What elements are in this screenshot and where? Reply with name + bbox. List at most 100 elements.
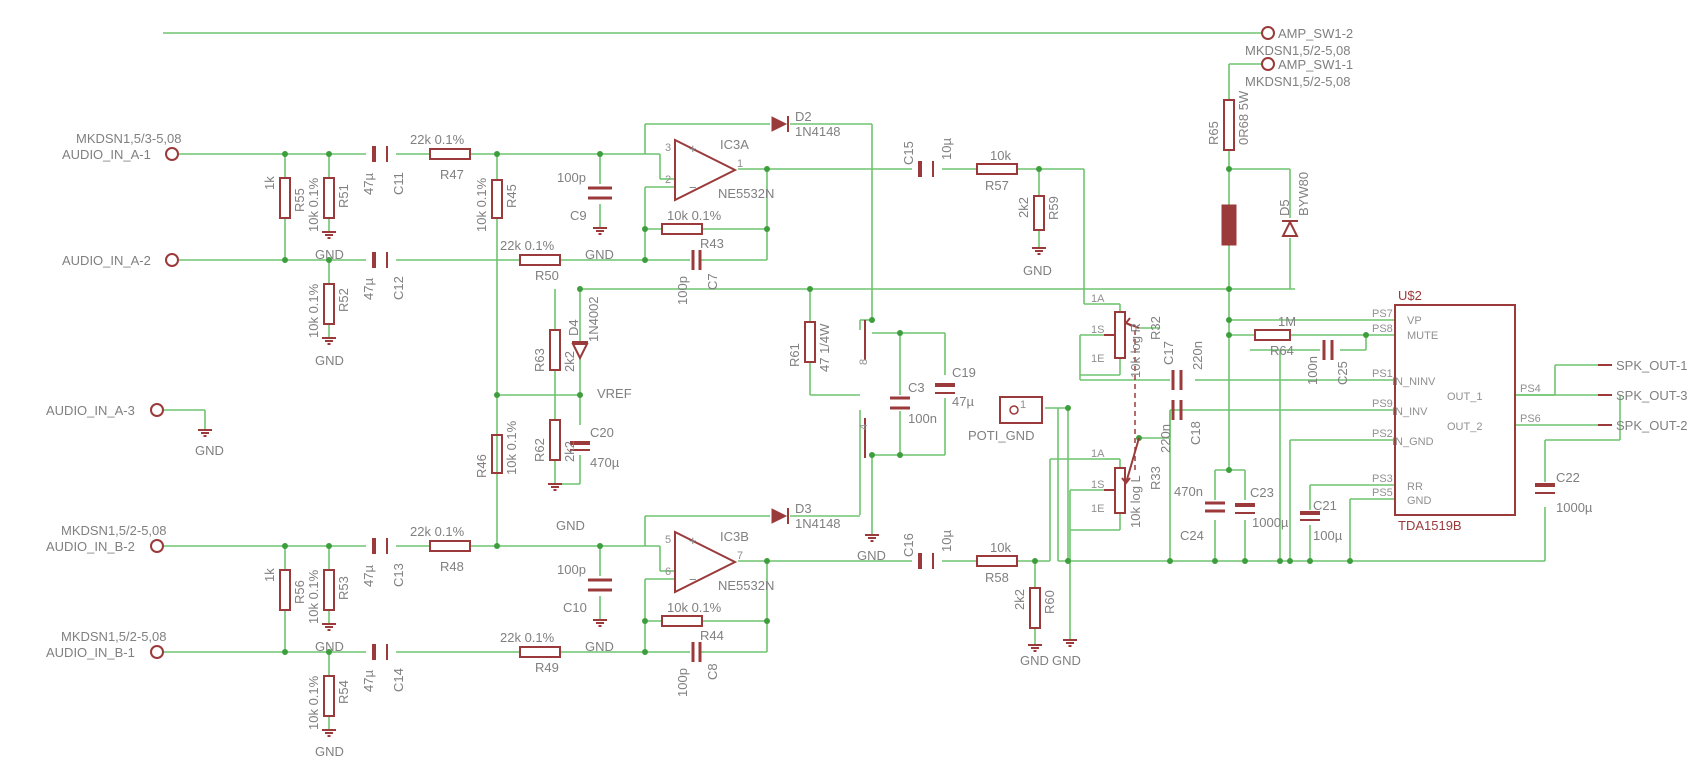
pin-ps3: PS3 [1372, 473, 1393, 485]
label-r43-value: 10k 0.1% [667, 208, 722, 223]
label-c19-value: 47µ [952, 394, 974, 409]
label-d4: D4 [566, 319, 581, 336]
label-r50: R50 [535, 268, 559, 283]
label-r45-value: 10k 0.1% [474, 177, 489, 232]
label-amp-sw1-1: AMP_SW1-1 [1278, 57, 1353, 72]
label-d3: D3 [795, 501, 812, 516]
opamps [674, 138, 866, 594]
label-pin7: 7 [737, 550, 743, 562]
label-c22: C22 [1556, 470, 1580, 485]
label-r65: R65 [1206, 121, 1221, 145]
pin-ps7: PS7 [1372, 308, 1393, 320]
label-c10-value: 100p [557, 562, 586, 577]
label-c12: C12 [391, 276, 406, 300]
resistors [279, 99, 1291, 717]
pin-ps6: PS6 [1520, 413, 1541, 425]
label-c7-value: 100p [675, 276, 690, 305]
label-r53: R53 [336, 576, 351, 600]
ground-symbols [197, 227, 1078, 737]
label-audio-in-a1: AUDIO_IN_A-1 [62, 147, 151, 162]
label-r49-value: 22k 0.1% [500, 630, 555, 645]
label-spk-out-1: SPK_OUT-1 [1616, 358, 1688, 373]
label-r58: R58 [985, 570, 1009, 585]
label-pin1: 1 [737, 158, 743, 170]
label-gnd: GND [1052, 653, 1081, 668]
pin-out-2: OUT_2 [1447, 421, 1482, 433]
label-c11: C11 [391, 172, 406, 195]
label-pot-r-1e: 1E [1091, 353, 1104, 365]
label-r51-value: 10k 0.1% [306, 177, 321, 232]
label-pin4: 4 [858, 424, 870, 430]
pin-ps1: PS1 [1372, 368, 1393, 380]
label-mkdsn-b2: MKDSN1,5/2-5,08 [61, 523, 167, 538]
label-r64-value: 1M [1278, 314, 1296, 329]
minus-sign: − [689, 572, 697, 587]
label-r44: R44 [700, 628, 724, 643]
shunt-resistor-body [1221, 204, 1237, 246]
label-gnd: GND [585, 639, 614, 654]
label-gnd: GND [315, 353, 344, 368]
label-gnd: GND [857, 548, 886, 563]
label-r48-value: 22k 0.1% [410, 524, 465, 539]
label-r46-value: 10k 0.1% [504, 420, 519, 475]
label-c12-value: 47µ [361, 278, 376, 300]
label-r33-value: 10k log L [1128, 475, 1143, 528]
label-pin5: 5 [665, 534, 671, 546]
capacitors [372, 146, 1555, 662]
label-d5-value: BYW80 [1296, 172, 1311, 216]
pot-wipers [1104, 317, 1140, 491]
label-c23: C23 [1250, 485, 1274, 500]
label-r61-value: 47 1/4W [817, 323, 832, 372]
label-pot-r-1s: 1S [1091, 324, 1104, 336]
label-d4-value: 1N4002 [586, 296, 601, 342]
label-c25: C25 [1335, 361, 1350, 385]
label-c10: C10 [563, 600, 587, 615]
pin-ps9: PS9 [1372, 398, 1393, 410]
plus-sign: + [689, 141, 697, 156]
label-audio-in-b2: AUDIO_IN_B-2 [46, 539, 135, 554]
wires [163, 32, 1621, 730]
label-c15-value: 10µ [939, 138, 954, 160]
label-r64: R64 [1270, 343, 1294, 358]
label-gnd: GND [315, 639, 344, 654]
label-pin6: 6 [665, 566, 671, 578]
label-r49: R49 [535, 660, 559, 675]
label-d3-value: 1N4148 [795, 516, 841, 531]
amp-ic-body [999, 304, 1516, 516]
label-c18-value: 220n [1158, 424, 1173, 453]
label-c16: C16 [901, 533, 916, 557]
label-r33: R33 [1148, 466, 1163, 490]
label-c20: C20 [590, 425, 614, 440]
label-pot-l-1e: 1E [1091, 503, 1104, 515]
label-gnd: GND [195, 443, 224, 458]
pin-gnd: GND [1407, 495, 1432, 507]
label-mkdsn-sw2: MKDSN1,5/2-5,08 [1245, 43, 1351, 58]
label-audio-in-a2: AUDIO_IN_A-2 [62, 253, 151, 268]
label-vref: VREF [597, 386, 632, 401]
label-r47-value: 22k 0.1% [410, 132, 465, 147]
label-r65-value: 0R68 5W [1236, 90, 1251, 145]
pin-rr: RR [1407, 481, 1423, 493]
pin-out-1: OUT_1 [1447, 391, 1482, 403]
label-ic3b-part: NE5532N [718, 578, 774, 593]
label-r47: R47 [440, 167, 464, 182]
label-r46: R46 [474, 454, 489, 478]
pin-ps4: PS4 [1520, 383, 1541, 395]
label-r63-value: 2k2 [562, 351, 577, 372]
pin-in-gnd: IN_GND [1392, 436, 1434, 448]
label-gnd: GND [556, 518, 585, 533]
label-r57-value: 10k [990, 148, 1011, 163]
label-pot-l-1s: 1S [1091, 479, 1104, 491]
label-c21: C21 [1313, 498, 1337, 513]
minus-sign: − [689, 180, 697, 195]
label-poti-pin: 1 [1020, 399, 1026, 411]
label-gnd: GND [1020, 653, 1049, 668]
label-mkdsn-b1: MKDSN1,5/2-5,08 [61, 629, 167, 644]
label-c18: C18 [1188, 421, 1203, 445]
label-gnd: GND [315, 247, 344, 262]
connector-terminals [150, 26, 1275, 659]
label-pot-l-1a: 1A [1091, 448, 1105, 460]
label-gnd: GND [1023, 263, 1052, 278]
label-audio-in-b1: AUDIO_IN_B-1 [46, 645, 135, 660]
label-c13: C13 [391, 563, 406, 587]
